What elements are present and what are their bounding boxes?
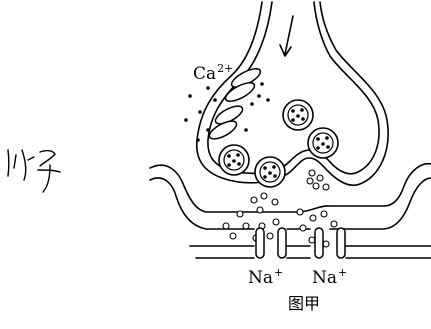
synaptic-vesicle: [219, 145, 249, 175]
sodium-channel: [315, 228, 323, 258]
synaptic-vesicle: [308, 128, 338, 158]
figure-caption: 图甲: [288, 296, 320, 312]
synaptic-vesicle: [283, 100, 313, 130]
sodium-channel: [256, 228, 264, 258]
handwritten-note: [8, 150, 60, 192]
sodium-label-left: Na+: [248, 270, 283, 287]
arrow-icon: [285, 16, 293, 54]
synaptic-vesicle: [255, 157, 285, 187]
calcium-label: Ca2+: [193, 66, 233, 83]
sodium-label-right: Na+: [312, 270, 347, 287]
postsynaptic-membrane-inner: [150, 178, 431, 229]
sodium-channels: [256, 228, 345, 258]
